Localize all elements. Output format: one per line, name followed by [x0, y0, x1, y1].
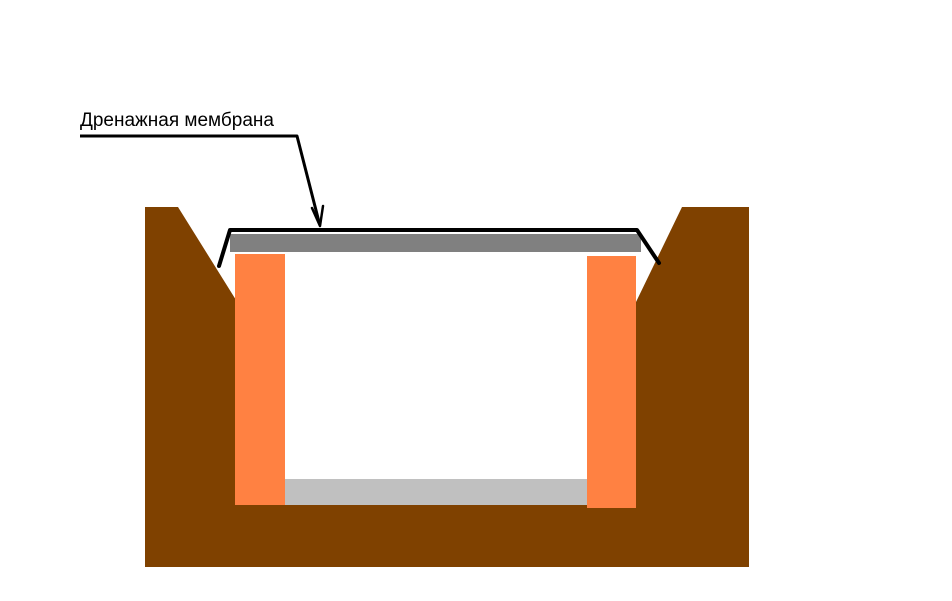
membrane-label: Дренажная мембрана — [80, 110, 274, 131]
soil-trench — [145, 207, 749, 567]
arrow-head — [310, 204, 325, 228]
bottom-slab — [285, 479, 587, 505]
right-brick-wall — [587, 256, 636, 508]
left-brick-wall — [235, 254, 285, 505]
leader-line — [80, 134, 321, 223]
membrane-slab — [230, 234, 641, 252]
membrane-outline — [217, 228, 661, 268]
